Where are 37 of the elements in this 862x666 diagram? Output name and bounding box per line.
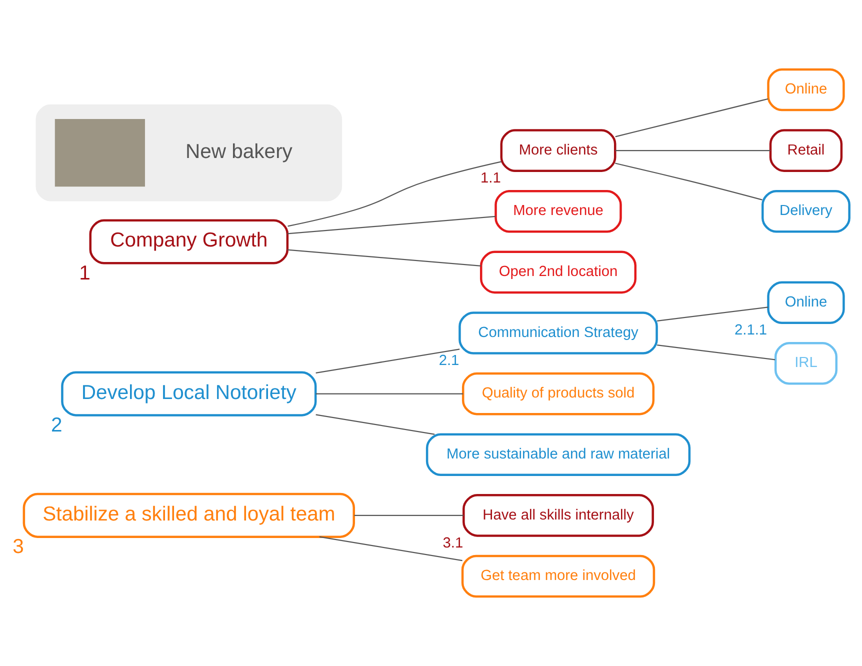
node-box: Develop Local Notoriety [61, 371, 317, 416]
connector [657, 344, 776, 360]
node-box: Stabilize a skilled and loyal team [22, 492, 355, 538]
connector [316, 414, 435, 435]
connector [287, 249, 482, 266]
node-label: 3 [12, 536, 24, 558]
connector [615, 98, 768, 138]
connector [288, 161, 502, 227]
connector [316, 393, 464, 394]
node-box: Retail [769, 129, 843, 172]
connector [354, 514, 464, 516]
node-box: Quality of products sold [462, 372, 655, 416]
node-box: IRL [774, 342, 838, 385]
node-box: More revenue [494, 190, 622, 233]
node-label: 2.1 [438, 352, 460, 369]
node-box: Open 2nd location [480, 250, 636, 294]
node-label: 3.1 [442, 535, 464, 552]
node-box: Get team more involved [461, 554, 656, 598]
node-box: Have all skills internally [462, 494, 654, 537]
node-label: 2 [50, 414, 62, 436]
node-label: 1 [79, 262, 90, 284]
node-label: 2.1.1 [734, 322, 768, 339]
connector [615, 162, 762, 200]
node-box: Communication Strategy [458, 312, 658, 354]
node-box: More sustainable and raw material [426, 433, 691, 476]
node-box: Company Growth [89, 219, 289, 264]
node-box: Online [767, 68, 845, 112]
node-box: Online [767, 281, 845, 324]
connector [316, 348, 460, 374]
connector [319, 536, 462, 562]
node-box: Delivery [762, 190, 850, 233]
connector [287, 216, 496, 234]
node-box: More clients [500, 129, 616, 172]
node-box: New bakery [36, 104, 342, 202]
node-label: 1.1 [480, 170, 501, 187]
connector [657, 306, 768, 322]
connector [615, 150, 770, 152]
